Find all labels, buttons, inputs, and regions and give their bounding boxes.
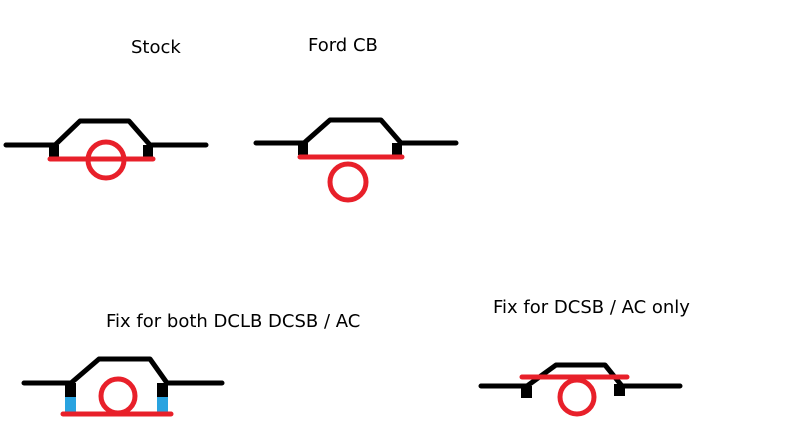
ford-cb-right-mount <box>392 143 402 155</box>
ford-cb-diagram <box>253 117 459 203</box>
fix-both-left-mount <box>65 383 76 397</box>
fix-dcsb-frame <box>478 362 683 389</box>
fix-dcsb-left-mount <box>521 386 532 398</box>
fix-both-right-mount <box>157 383 168 397</box>
stock-left-mount <box>49 145 59 157</box>
stock-right-mount <box>143 145 153 157</box>
stock-frame <box>3 118 209 148</box>
stock-axle <box>85 139 127 181</box>
fix-both-label: Fix for both DCLB DCSB / AC <box>106 311 361 332</box>
ford-cb-label: Ford CB <box>308 35 378 56</box>
fix-dcsb-diagram <box>478 362 683 417</box>
fix-both-axle <box>98 376 138 416</box>
stock-diagram <box>3 118 209 181</box>
ford-cb-axle <box>327 161 369 203</box>
fix-both-diagram <box>21 356 225 417</box>
fix-both-frame <box>21 356 225 386</box>
fix-dcsb-axle <box>557 377 597 417</box>
fix-both-right-spacer <box>157 397 168 412</box>
stock-label: Stock <box>131 37 181 58</box>
fix-dcsb-label: Fix for DCSB / AC only <box>493 297 690 318</box>
fix-dcsb-right-mount <box>614 384 625 396</box>
fix-both-left-spacer <box>65 397 76 412</box>
ford-cb-frame <box>253 117 459 146</box>
ford-cb-left-mount <box>298 143 308 155</box>
